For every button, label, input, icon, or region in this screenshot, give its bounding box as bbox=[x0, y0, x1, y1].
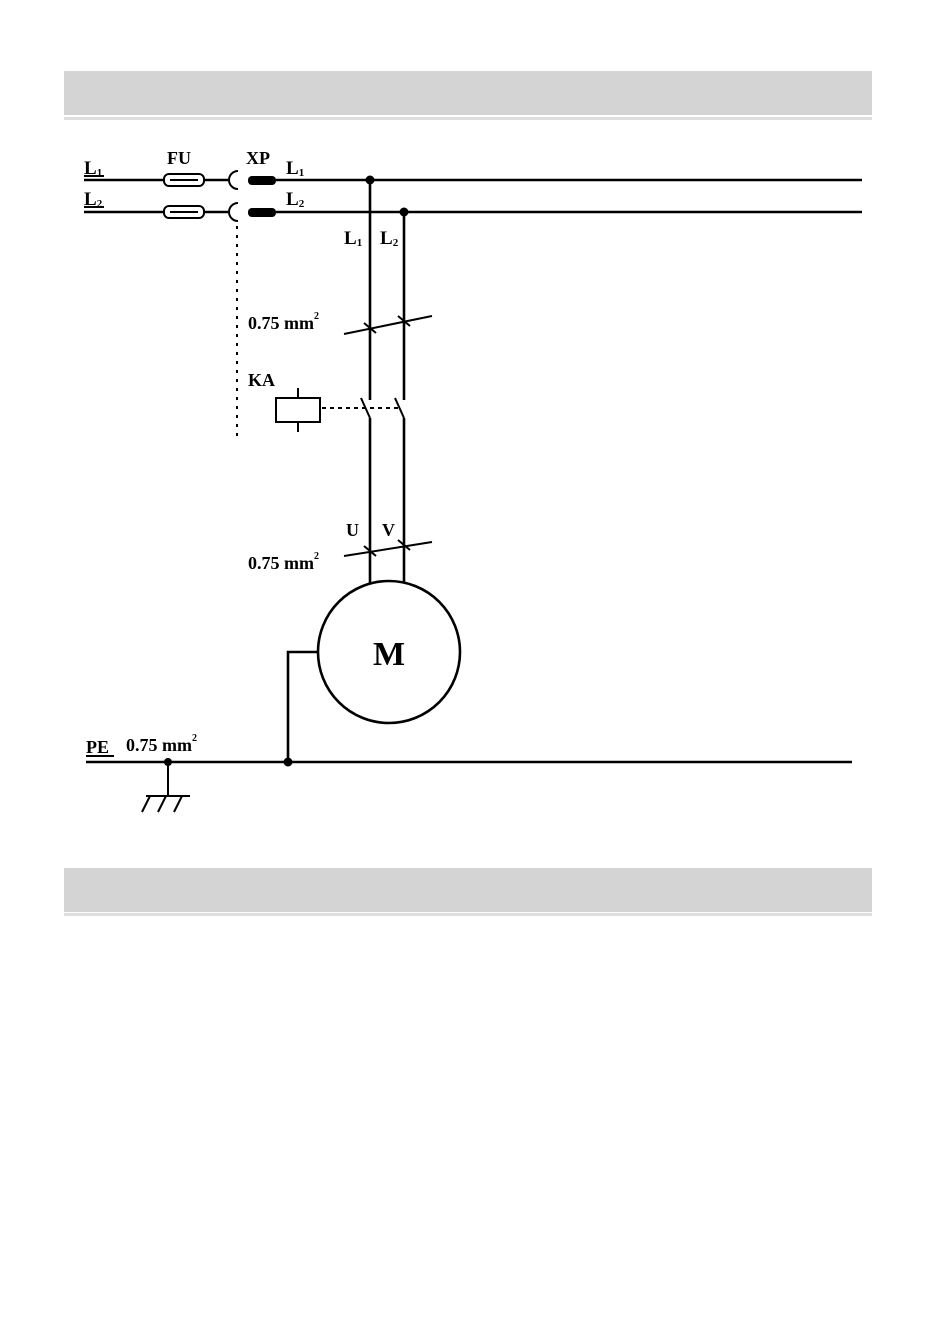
header-band-bottom bbox=[64, 868, 872, 912]
label-cable-upper: 0.75 mm2 bbox=[248, 311, 319, 333]
supply-line-l1 bbox=[84, 176, 228, 180]
label-supply-l1: L1 bbox=[84, 158, 102, 179]
label-pe: PE bbox=[86, 737, 109, 757]
socket-l1 bbox=[229, 171, 238, 189]
cable-mark-upper bbox=[344, 316, 432, 334]
earth-icon bbox=[142, 762, 190, 812]
label-terminal-v: V bbox=[382, 520, 395, 540]
label-terminal-u: U bbox=[346, 520, 359, 540]
motor-earth-wire bbox=[288, 652, 318, 762]
header-rule-bottom bbox=[64, 913, 872, 916]
label-branch-l1: L1 bbox=[344, 228, 362, 249]
label-motor: M bbox=[373, 636, 405, 673]
label-supply-l2: L2 bbox=[84, 189, 103, 210]
label-branch-l2: L2 bbox=[380, 228, 399, 249]
label-relay: KA bbox=[248, 370, 275, 390]
plug-pin-l1 bbox=[248, 176, 276, 185]
socket-l2 bbox=[229, 203, 238, 221]
label-fuse: FU bbox=[167, 148, 191, 168]
cable-mark-lower bbox=[344, 540, 432, 556]
label-pe-cable: 0.75 mm2 bbox=[126, 733, 197, 755]
relay-coil bbox=[276, 388, 320, 432]
junction-pe-motor bbox=[284, 758, 293, 767]
label-cable-lower: 0.75 mm2 bbox=[248, 551, 319, 573]
supply-line-l2 bbox=[84, 207, 228, 212]
plug-pin-l2 bbox=[248, 208, 276, 217]
label-plug-l2: L2 bbox=[286, 189, 305, 210]
label-plug: XP bbox=[246, 148, 270, 168]
label-plug-l1: L1 bbox=[286, 158, 304, 179]
